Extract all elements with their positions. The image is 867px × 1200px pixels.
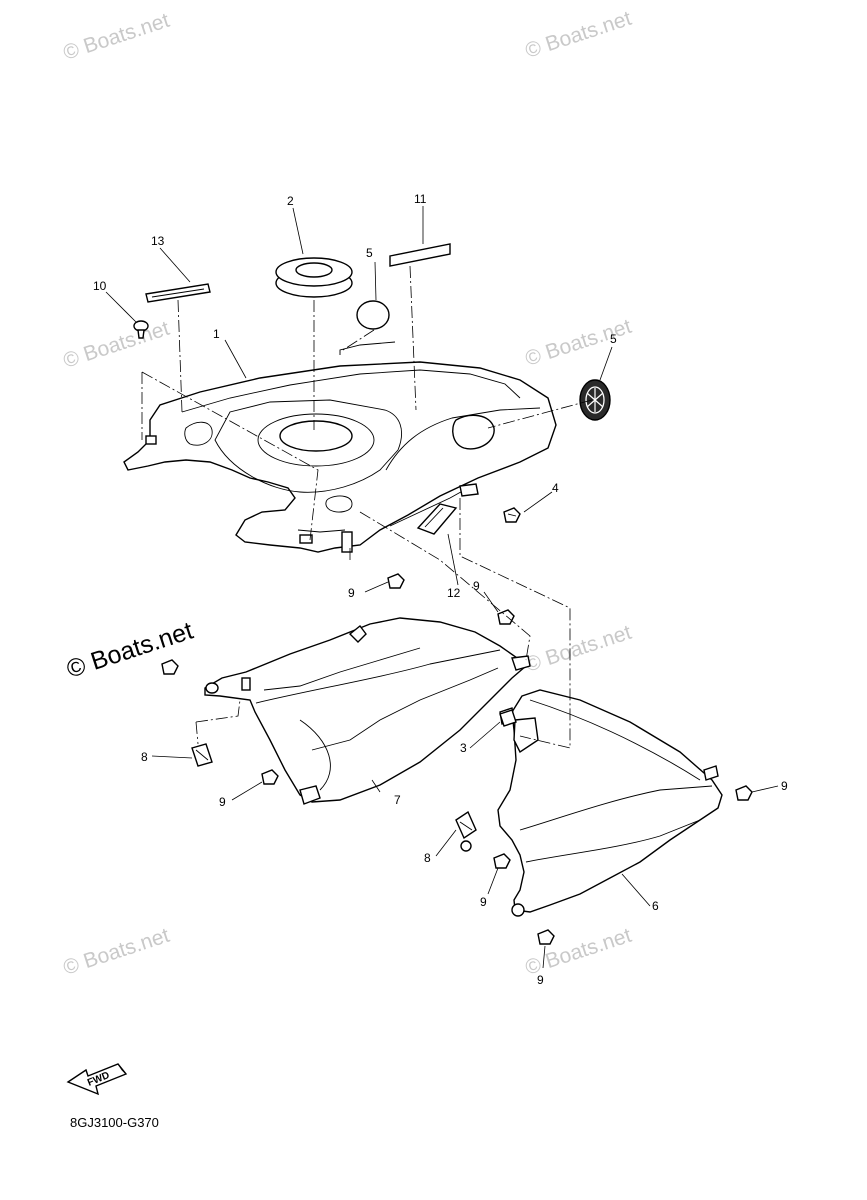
callouts: 1 2 3 4 5 5 6 7 8 8 9 9 9 9 9 9 10 11 12… <box>93 192 788 987</box>
part-9-bolt <box>493 853 511 869</box>
watermark: © Boats.net <box>522 7 634 63</box>
watermark: © Boats.net <box>522 924 634 980</box>
part-9-bolt <box>497 609 515 625</box>
watermark: © Boats.net <box>60 924 172 980</box>
part-5-emblem-plain <box>356 300 390 330</box>
part-3-bracket <box>499 709 517 727</box>
callout-9: 9 <box>473 579 480 593</box>
fwd-arrow-icon: FWD <box>66 1063 128 1096</box>
callout-3: 3 <box>460 741 467 755</box>
part-1-tank-cover <box>123 341 557 553</box>
callout-2: 2 <box>287 194 294 208</box>
callout-11: 11 <box>414 192 427 206</box>
callout-10: 10 <box>93 279 107 293</box>
diagram-code: 8GJ3100-G370 <box>70 1115 159 1130</box>
part-4-bolt <box>503 507 521 523</box>
callout-9: 9 <box>348 586 355 600</box>
part-9-bolt <box>161 659 179 675</box>
part-9-bolt <box>735 785 753 801</box>
watermark: © Boats.net <box>522 621 634 677</box>
part-11-label <box>389 243 451 267</box>
callout-6: 6 <box>652 899 659 913</box>
callout-8: 8 <box>141 750 148 764</box>
callout-9: 9 <box>781 779 788 793</box>
part-7-side-cover-left <box>204 617 531 805</box>
part-9-bolt <box>387 573 405 589</box>
part-2-grommet <box>275 257 353 298</box>
part-8-nut-right <box>455 810 477 840</box>
part-9-bolt <box>261 769 279 785</box>
watermark: © Boats.net <box>60 9 172 65</box>
callout-8: 8 <box>424 851 431 865</box>
callout-12: 12 <box>447 586 461 600</box>
callout-1: 1 <box>213 327 220 341</box>
bolts <box>161 507 753 945</box>
callout-7: 7 <box>394 793 401 807</box>
callout-5: 5 <box>610 332 617 346</box>
fwd-label: FWD <box>86 1070 111 1089</box>
part-13-label <box>145 283 211 303</box>
callout-5: 5 <box>366 246 373 260</box>
watermark-large: © Boats.net <box>63 617 196 684</box>
callout-9: 9 <box>219 795 226 809</box>
callout-13: 13 <box>151 234 165 248</box>
callout-9: 9 <box>480 895 487 909</box>
callout-9: 9 <box>537 973 544 987</box>
leader-lines <box>105 206 779 969</box>
part-5-emblem-logo <box>579 379 611 421</box>
watermark: © Boats.net <box>60 317 172 373</box>
part-9-bolt <box>537 929 555 945</box>
part-8-nut-left <box>191 743 213 767</box>
watermark: © Boats.net <box>522 315 634 371</box>
assembly-lines <box>141 265 593 749</box>
part-6-side-cover-right <box>460 689 723 917</box>
part-10-clip <box>133 320 149 339</box>
callout-4: 4 <box>552 481 559 495</box>
part-12-label <box>416 503 458 535</box>
